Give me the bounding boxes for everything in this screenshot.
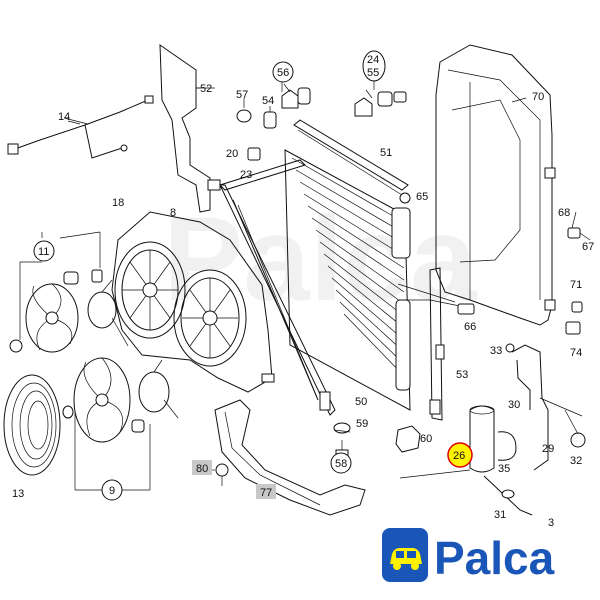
label-80: 80: [196, 463, 208, 475]
callout-24-55: [362, 50, 386, 82]
label-20: 20: [226, 148, 238, 160]
label-53: 53: [456, 369, 468, 381]
receiver-drier: [469, 405, 517, 473]
label-18: 18: [112, 197, 124, 209]
callout-58: [330, 452, 352, 474]
lower-carrier: [214, 399, 366, 516]
fan-9: [62, 357, 179, 443]
label-58: 58: [335, 458, 347, 470]
label-65: 65: [416, 191, 428, 203]
label-35: 35: [498, 463, 510, 475]
label-77-bg: [256, 484, 276, 499]
condenser-frame: [219, 159, 336, 416]
label-14: 14: [58, 111, 70, 123]
top-strip-51: [293, 119, 409, 196]
label-11: 11: [38, 246, 49, 258]
label-74: 74: [570, 347, 582, 359]
label-26: 26: [453, 450, 465, 462]
label-51: 51: [380, 147, 392, 159]
label-55: 55: [367, 67, 379, 79]
fan-shroud: [435, 44, 556, 326]
label-52: 52: [200, 83, 212, 95]
label-23: 23: [240, 169, 252, 181]
wiring-harness: [7, 95, 154, 159]
car-icon: [390, 548, 422, 570]
label-32: 32: [570, 455, 582, 467]
bracket-53: [400, 267, 461, 421]
leader-lines: [19, 80, 577, 491]
label-30: 30: [508, 399, 520, 411]
small-parts-top: [207, 83, 407, 191]
small-parts-right: [457, 227, 591, 335]
callout-9: [101, 479, 123, 501]
label-66: 66: [464, 321, 476, 333]
label-8: 8: [170, 207, 176, 219]
label-77: 77: [260, 487, 272, 499]
callout-26-highlighted: [447, 442, 473, 468]
logo-text: Palca: [434, 532, 555, 584]
label-67: 67: [582, 241, 594, 253]
label-80-bg: [192, 460, 212, 475]
small-parts-center: [215, 422, 421, 486]
twin-fan-frame: [111, 211, 275, 393]
radiator-core: [284, 149, 411, 411]
label-31: 31: [494, 509, 506, 521]
callout-56: [272, 61, 294, 83]
label-33: 33: [490, 345, 502, 357]
label-56: 56: [277, 67, 289, 79]
label-24: 24: [367, 54, 379, 66]
label-3x: 3: [548, 517, 554, 529]
palca-logo-graphic: Palca: [382, 528, 555, 584]
bracket-52: [159, 44, 215, 213]
label-70: 70: [532, 91, 544, 103]
label-68: 68: [558, 207, 570, 219]
label-50: 50: [355, 396, 367, 408]
ac-pipes: [399, 343, 586, 516]
label-13: 13: [12, 488, 24, 500]
fan-11: [9, 269, 129, 353]
part-labels: 14 52 57 56 54 24 55 70 20 51 23 65 18 8…: [12, 50, 594, 529]
fan-shroud-13: [3, 374, 61, 476]
label-60: 60: [420, 433, 432, 445]
label-71: 71: [570, 279, 582, 291]
label-57: 57: [236, 89, 248, 101]
label-29: 29: [542, 443, 554, 455]
label-59: 59: [356, 418, 368, 430]
palca-logo: Palca: [380, 520, 590, 592]
label-54: 54: [262, 95, 274, 107]
callout-11: [33, 240, 55, 262]
label-9: 9: [109, 485, 115, 497]
